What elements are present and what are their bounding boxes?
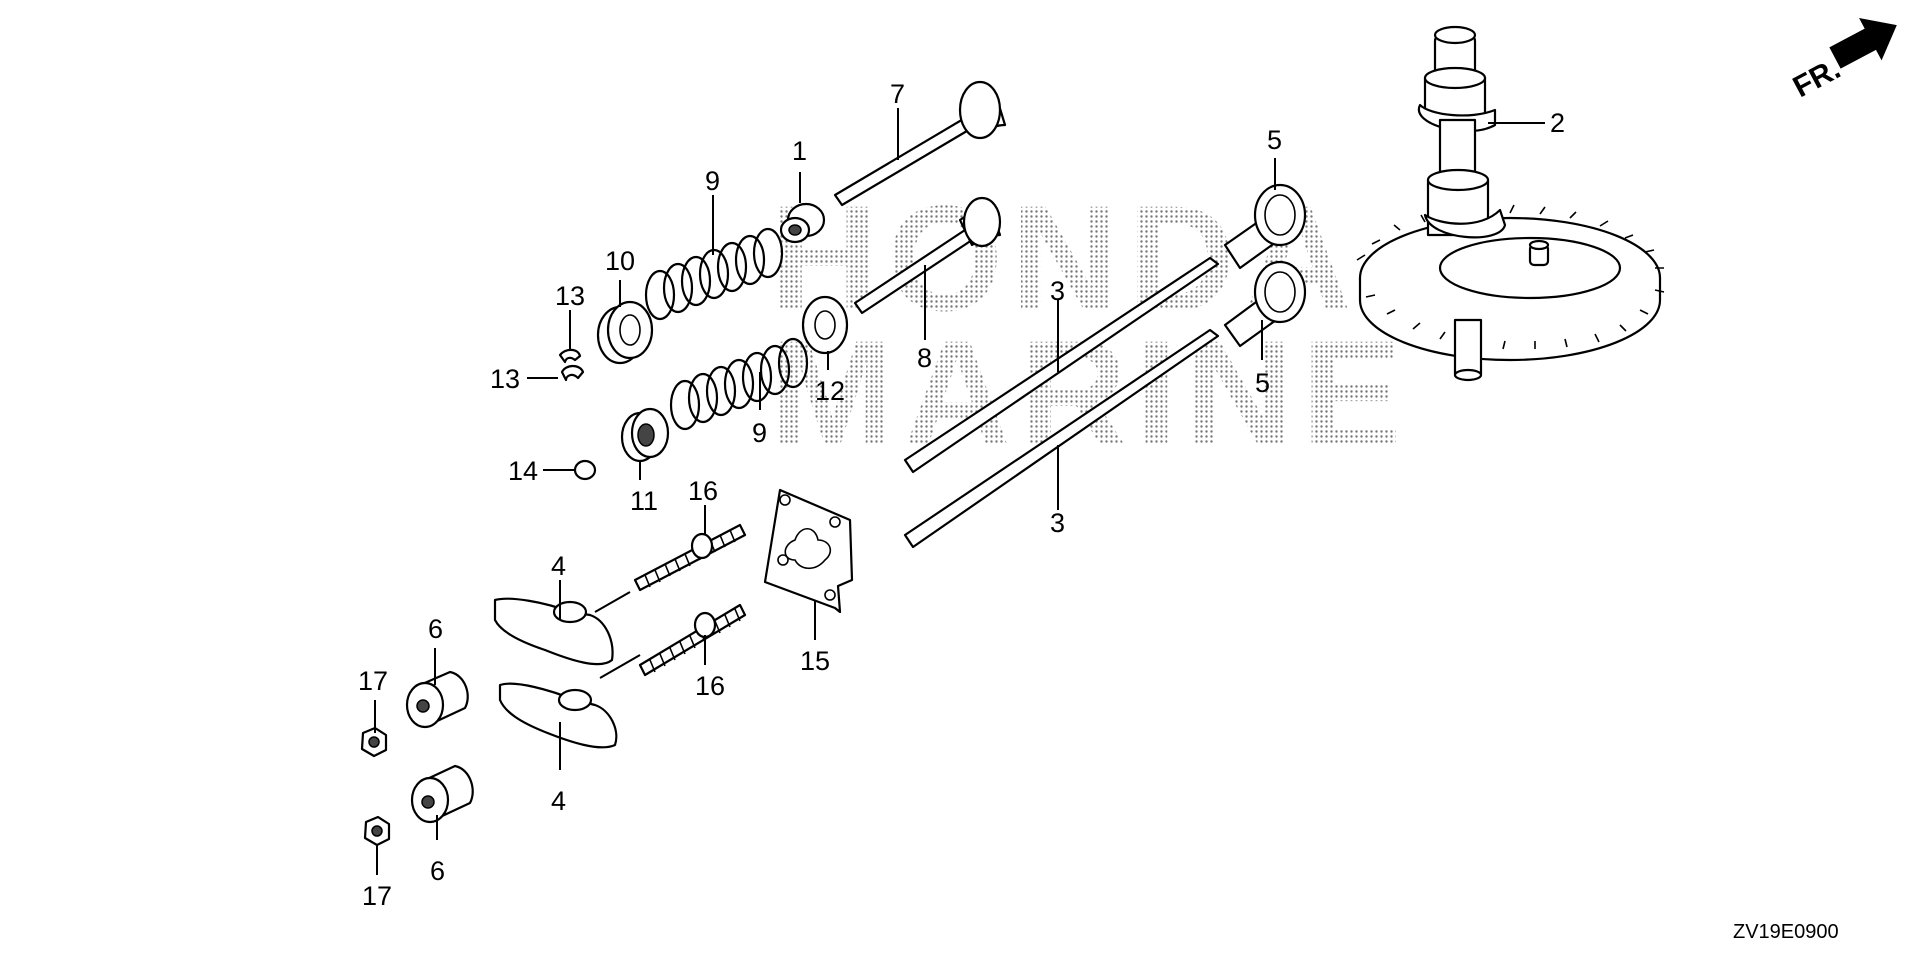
tappet-parts [1223,183,1307,348]
front-direction-arrow: FR. [1788,18,1897,104]
callout-5-upper: 5 [1267,125,1282,155]
callout-7: 7 [890,79,905,109]
spring-retainer-exhaust-part [620,407,670,463]
valve-parts [833,80,1007,315]
rocker-arm-parts [493,597,618,749]
callout-4-upper: 4 [551,551,566,581]
push-rod-parts [903,256,1220,549]
callout-15: 15 [800,646,830,676]
valve-washer-part [801,295,849,355]
pushrod-guide-plate-part [763,488,854,614]
callout-13-upper: 13 [555,281,585,311]
rotator-cap-part [573,459,597,481]
callout-17-lower: 17 [362,881,392,911]
valve-spring-parts [644,227,809,431]
callout-4-lower: 4 [551,786,566,816]
callout-17-upper: 17 [358,666,388,696]
callout-16-lower: 16 [695,671,725,701]
valve-cotter-parts [558,348,585,382]
callout-12: 12 [815,376,845,406]
camshaft-part [1356,25,1665,382]
callout-1: 1 [792,136,807,166]
callout-3-lower: 3 [1050,508,1065,538]
callout-10: 10 [605,246,635,276]
callout-2: 2 [1550,108,1565,138]
lock-nut-parts [360,726,391,847]
callout-8: 8 [917,343,932,373]
callout-11: 11 [630,486,658,516]
callout-9-lower: 9 [752,418,767,448]
watermark: HONDA MARINE [770,174,1410,477]
rocker-pivot-parts [405,670,474,824]
callout-13-lower: 13 [490,364,520,394]
callout-6-lower: 6 [430,856,445,886]
watermark-line-2: MARINE [770,309,1410,477]
valve-seal-part [779,202,826,244]
callout-14: 14 [508,456,538,486]
callout-5-lower: 5 [1255,368,1270,398]
diagram-code: ZV19E0900 [1733,921,1839,943]
callout-6-upper: 6 [428,614,443,644]
callout-9-upper: 9 [705,166,720,196]
callout-16-upper: 16 [688,476,718,506]
callout-3-upper: 3 [1050,276,1065,306]
spring-retainer-part [596,300,654,365]
arrow-icon [1829,18,1897,69]
leader-lines [374,108,1545,875]
callout-labels: 1 2 3 3 4 4 5 5 6 6 7 8 9 9 10 11 12 13 … [358,79,1565,911]
rocker-stud-parts [633,523,747,677]
